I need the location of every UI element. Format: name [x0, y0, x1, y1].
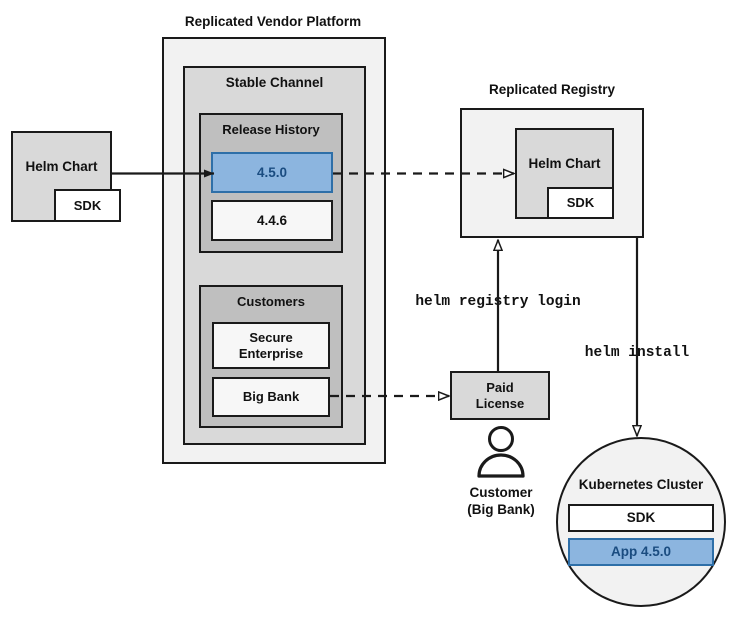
release-4-4-6-box[interactable]: 4.4.6	[211, 200, 333, 241]
cluster-app-box[interactable]: App 4.5.0	[568, 538, 714, 566]
customer-actor-label: Customer	[469, 485, 533, 500]
registry-sdk-label: SDK	[566, 195, 595, 211]
customer-big-bank-label: Big Bank	[242, 389, 300, 405]
helm-registry-login-command: helm registry login	[415, 294, 581, 310]
release-history-label: Release History	[222, 122, 320, 137]
cluster-sdk-box[interactable]: SDK	[568, 504, 714, 532]
customer-secure-enterprise-label: Secure Enterprise	[238, 330, 304, 361]
customers-label: Customers	[237, 294, 305, 309]
paid-license-label: Paid License	[475, 380, 525, 411]
kubernetes-cluster-label: Kubernetes Cluster	[578, 477, 704, 492]
cluster-app-label: App 4.5.0	[610, 544, 672, 560]
vendor-platform-title: Replicated Vendor Platform	[184, 14, 362, 29]
source-sdk-label: SDK	[73, 197, 102, 213]
source-sdk-box[interactable]: SDK	[54, 189, 121, 222]
release-4-5-0-box[interactable]: 4.5.0	[211, 152, 333, 193]
cluster-sdk-label: SDK	[626, 510, 656, 526]
paid-license-box[interactable]: Paid License	[450, 371, 550, 420]
customer-actor-sublabel: (Big Bank)	[467, 502, 535, 517]
registry-helm-chart-label: Helm Chart	[528, 155, 601, 171]
release-4-4-6-label: 4.4.6	[256, 212, 288, 228]
customer-secure-enterprise-box[interactable]: Secure Enterprise	[212, 322, 330, 369]
registry-title: Replicated Registry	[488, 82, 616, 97]
customer-big-bank-box[interactable]: Big Bank	[212, 377, 330, 417]
helm-install-command: helm install	[584, 345, 690, 361]
source-helm-chart-label: Helm Chart	[25, 158, 98, 174]
customer-actor-icon	[477, 426, 525, 478]
release-4-5-0-label: 4.5.0	[256, 164, 288, 180]
stable-channel-label: Stable Channel	[225, 75, 324, 90]
registry-sdk-box[interactable]: SDK	[547, 187, 614, 219]
